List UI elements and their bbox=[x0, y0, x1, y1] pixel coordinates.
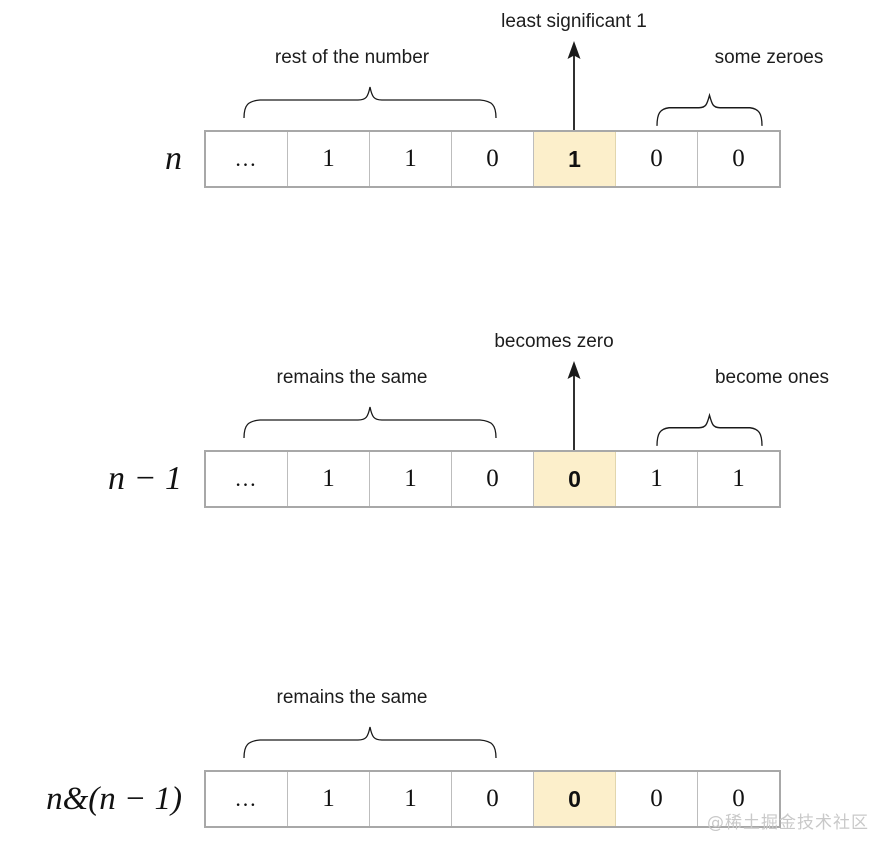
bit-cell: 0 bbox=[452, 132, 534, 186]
bit-cell: 1 bbox=[370, 452, 452, 506]
brace-right bbox=[655, 93, 764, 127]
stage-n: least significant 1 rest of the number s… bbox=[0, 0, 879, 200]
bit-cell: 0 bbox=[616, 772, 698, 826]
bit-cell: 0 bbox=[616, 132, 698, 186]
bit-cell-highlighted: 0 bbox=[534, 452, 616, 506]
watermark: @稀土掘金技术社区 bbox=[707, 813, 869, 833]
arrow-up-icon bbox=[561, 360, 587, 450]
row-label-n: n bbox=[165, 140, 182, 177]
brace-right bbox=[655, 413, 764, 447]
caption-some-zeroes: some zeroes bbox=[714, 47, 824, 68]
bit-cell: 0 bbox=[698, 132, 779, 186]
brace-left bbox=[242, 405, 498, 439]
bit-cell: 0 bbox=[452, 772, 534, 826]
brace-left bbox=[242, 85, 498, 119]
bit-cell: … bbox=[206, 452, 288, 506]
caption-becomes-zero: becomes zero bbox=[494, 331, 614, 352]
bit-cell: 1 bbox=[288, 772, 370, 826]
bit-cell: 1 bbox=[698, 452, 779, 506]
bit-cell: … bbox=[206, 772, 288, 826]
caption-become-ones: become ones bbox=[714, 367, 830, 388]
bit-cell: 1 bbox=[288, 132, 370, 186]
stage-n-and-n-minus-1: remains the same n&(n − 1) … 1 1 0 0 0 0 bbox=[0, 640, 879, 841]
bit-row-n: … 1 1 0 1 0 0 bbox=[204, 130, 781, 188]
bit-cell: 1 bbox=[288, 452, 370, 506]
bit-row-n-minus-1: … 1 1 0 0 1 1 bbox=[204, 450, 781, 508]
row-label-n-minus-1: n − 1 bbox=[108, 460, 182, 497]
bit-cell-highlighted: 0 bbox=[534, 772, 616, 826]
row-label-n-and-n-minus-1: n&(n − 1) bbox=[46, 780, 182, 817]
bit-cell: 1 bbox=[370, 772, 452, 826]
caption-rest-of-number: rest of the number bbox=[274, 47, 430, 68]
caption-remains-the-same: remains the same bbox=[276, 367, 428, 388]
bit-cell-highlighted: 1 bbox=[534, 132, 616, 186]
caption-remains-the-same: remains the same bbox=[276, 687, 428, 708]
brace-left bbox=[242, 725, 498, 759]
bit-row-n-and-n-minus-1: … 1 1 0 0 0 0 bbox=[204, 770, 781, 828]
bit-cell: 0 bbox=[452, 452, 534, 506]
bit-cell: 1 bbox=[616, 452, 698, 506]
arrow-up-icon bbox=[561, 40, 587, 130]
caption-least-significant-one: least significant 1 bbox=[501, 11, 647, 32]
bit-cell: … bbox=[206, 132, 288, 186]
bit-cell: 1 bbox=[370, 132, 452, 186]
bit-cell: 0 bbox=[698, 772, 779, 826]
stage-n-minus-1: becomes zero remains the same become one… bbox=[0, 320, 879, 520]
